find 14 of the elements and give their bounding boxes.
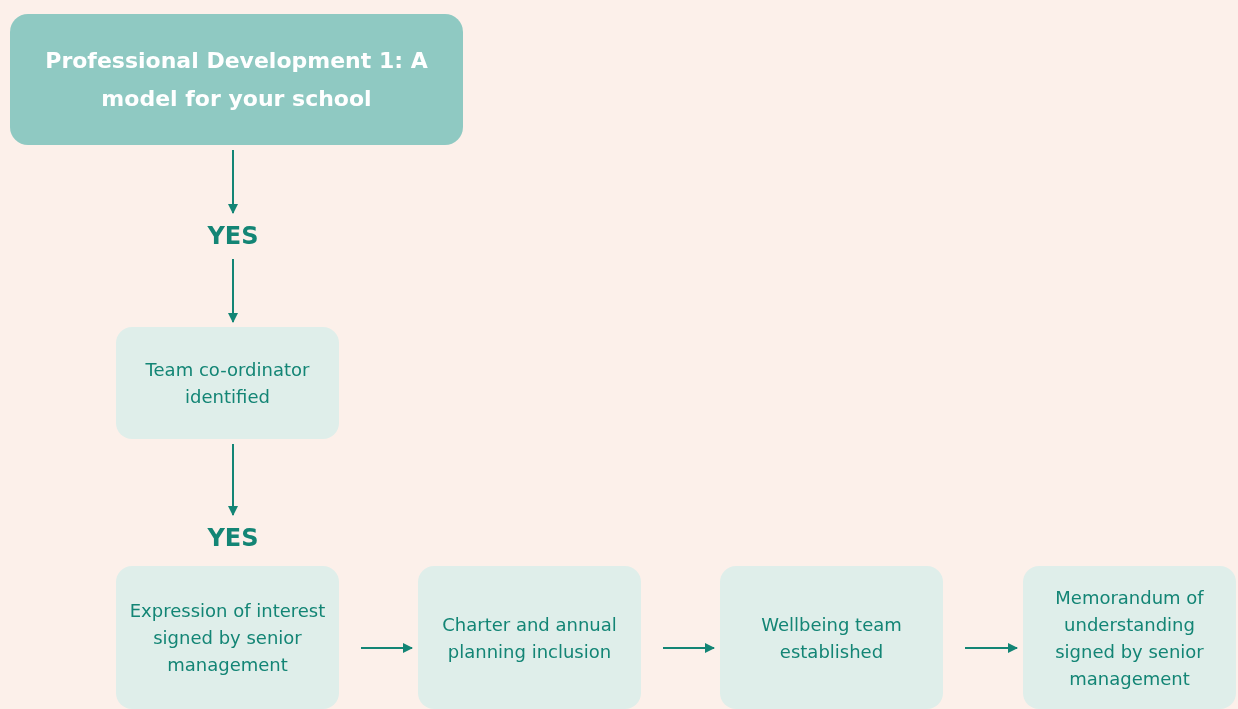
decision-label: YES [198, 218, 268, 254]
arrow [360, 643, 413, 653]
arrow [228, 149, 238, 214]
process-box: Team co-ordinator identified [116, 327, 339, 439]
process-box: Expression of interest signed by senior management [116, 566, 339, 709]
decision-label: YES [198, 520, 268, 556]
arrow [964, 643, 1018, 653]
process-box: Charter and annual planning inclusion [418, 566, 641, 709]
title-box: Professional Development 1: A model for your school [10, 14, 463, 145]
process-box: Wellbeing team established [720, 566, 943, 709]
arrow [228, 443, 238, 516]
arrow [228, 258, 238, 323]
process-box: Memorandum of understanding signed by senior management [1023, 566, 1236, 709]
arrow [662, 643, 715, 653]
